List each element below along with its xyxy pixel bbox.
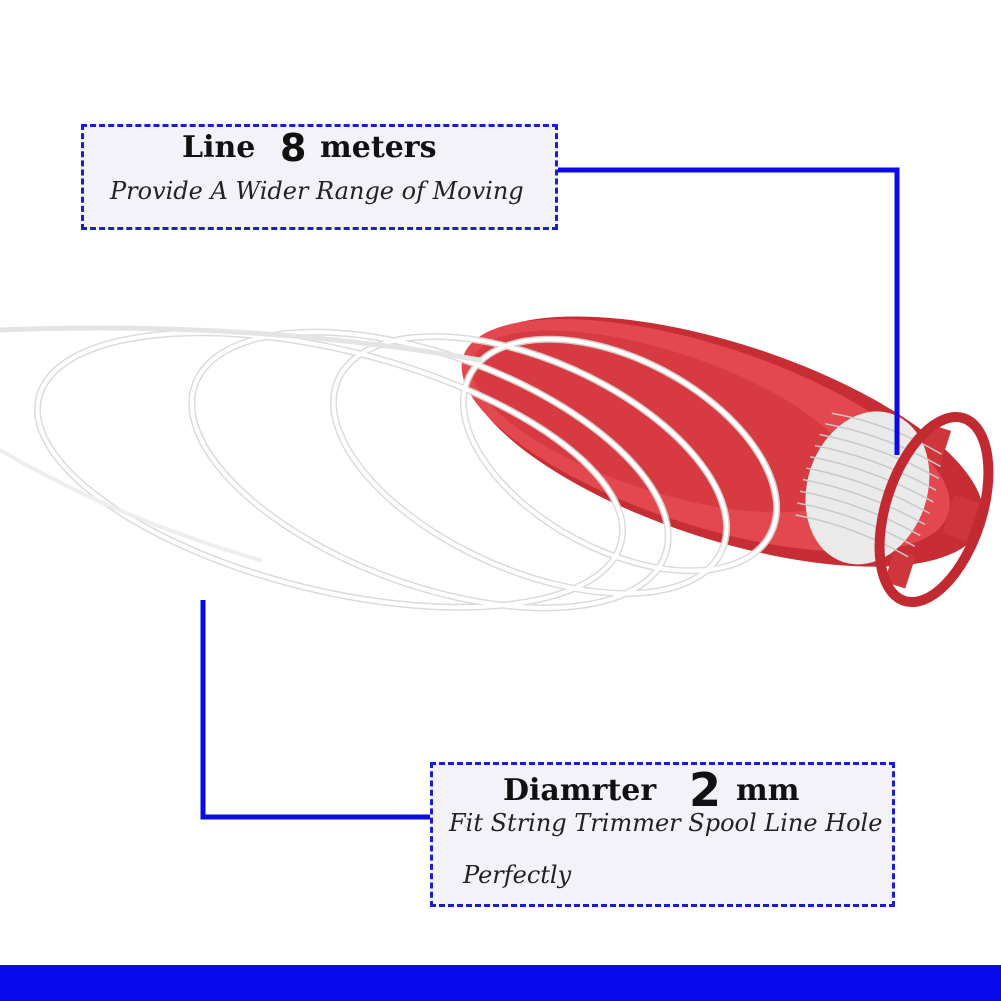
diameter-label: Diamrter [503, 773, 657, 808]
line-description: Provide A Wider Range of Moving [110, 177, 524, 205]
line-unit: meters [320, 130, 437, 165]
diameter-unit: mm [736, 773, 800, 808]
bottom-blue-band [0, 965, 1001, 1001]
line-length-number: 8 [280, 126, 307, 170]
leader-lines [200, 167, 900, 820]
line-label: Line [182, 130, 256, 165]
diameter-number: 2 [689, 763, 722, 817]
line-length-callout: Line 8 meters Provide A Wider Range of M… [81, 124, 558, 230]
diameter-description-line1: Fit String Trimmer Spool Line Hole [449, 809, 883, 837]
leader-line-top [558, 167, 900, 455]
diameter-callout: Diamrter 2 mm Fit String Trimmer Spool L… [430, 762, 895, 907]
spool-body [461, 316, 994, 608]
wound-line-coils [795, 412, 942, 558]
diameter-description-line2: Perfectly [463, 861, 572, 889]
trimmer-line-loops [0, 325, 781, 612]
leader-line-bottom [200, 600, 430, 820]
